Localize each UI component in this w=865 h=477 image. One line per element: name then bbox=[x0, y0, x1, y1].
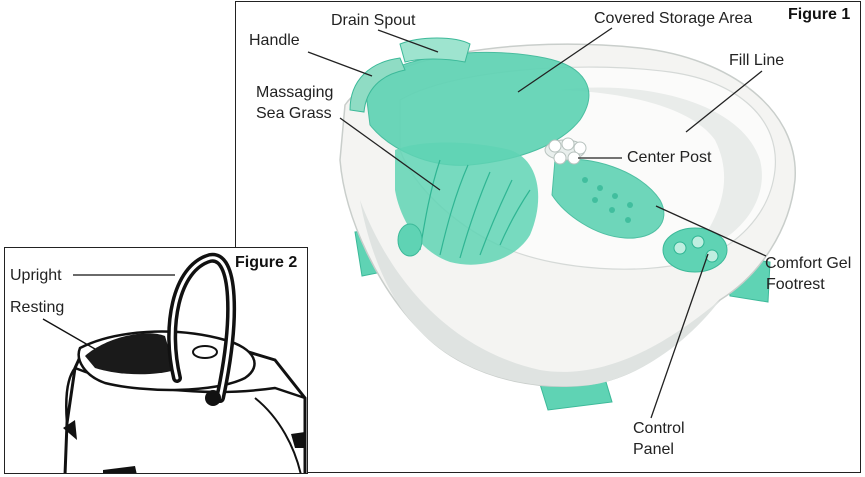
label-handle: Handle bbox=[249, 32, 300, 49]
label-fill-line: Fill Line bbox=[729, 52, 785, 69]
label-center-post: Center Post bbox=[627, 149, 712, 166]
center-post bbox=[544, 137, 587, 165]
figure-2-line-drawing bbox=[42, 252, 307, 473]
label-comfort-gel: Comfort Gel bbox=[765, 255, 852, 272]
sea-grass-area bbox=[395, 142, 539, 265]
label-upright: Upright bbox=[10, 267, 62, 284]
basin-shadow bbox=[360, 200, 720, 387]
comfort-gel-footrest bbox=[551, 158, 665, 239]
label-panel: Panel bbox=[633, 441, 674, 458]
figure-1-title: Figure 1 bbox=[788, 6, 851, 23]
label-resting: Resting bbox=[10, 299, 65, 316]
label-footrest: Footrest bbox=[766, 276, 825, 293]
label-control: Control bbox=[633, 420, 685, 437]
handle bbox=[349, 57, 406, 113]
side-knob bbox=[397, 223, 423, 257]
fig2-resting-handle bbox=[85, 333, 175, 375]
label-massaging: Massaging bbox=[256, 84, 334, 101]
label-covered-storage-area: Covered Storage Area bbox=[594, 10, 753, 27]
inner-shading bbox=[560, 87, 762, 255]
figure-2-title: Figure 2 bbox=[235, 254, 298, 271]
label-drain-spout: Drain Spout bbox=[331, 12, 416, 29]
fig2-dial bbox=[192, 345, 218, 359]
footrest-nubs bbox=[582, 177, 633, 223]
figure-2-panel: Figure 2 Upright Resting bbox=[4, 247, 308, 474]
label-sea-grass: Sea Grass bbox=[256, 105, 332, 122]
control-panel-unit bbox=[662, 227, 728, 273]
figure-1-leader-lines bbox=[307, 27, 767, 419]
